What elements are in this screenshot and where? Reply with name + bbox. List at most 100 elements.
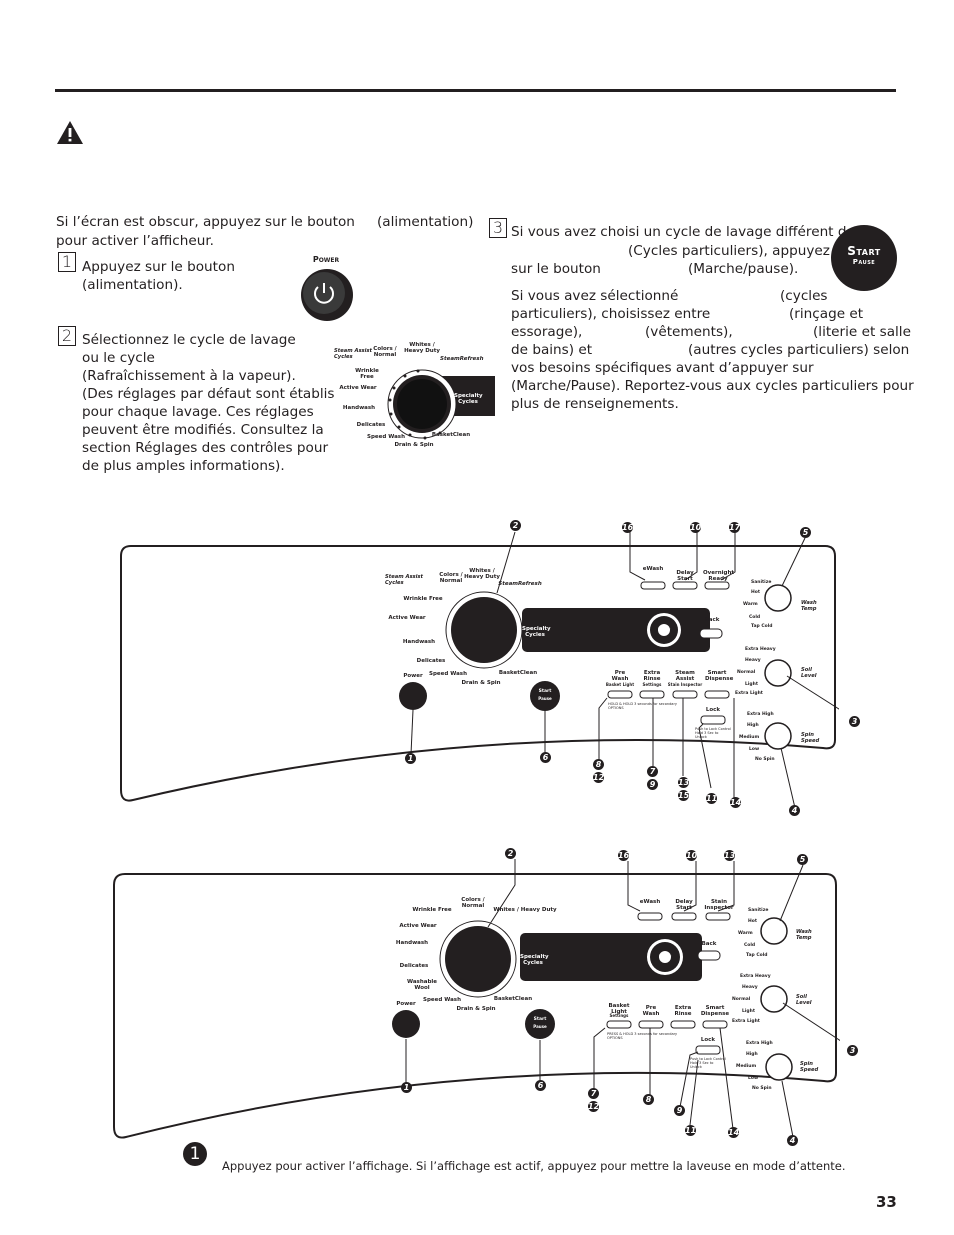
p1-ss-high: High [747,723,759,728]
p2-drain-spin: Drain & Spin [456,1006,496,1012]
p1-soil-level: Soil Level [801,667,817,679]
para2-line: Si vous avez sélectionné [511,288,679,304]
p1-wt-warm: Warm [743,602,758,607]
step-3-number: 3 [489,218,507,238]
p2-basket-light[interactable]: Basket Light [608,1003,630,1015]
p1-callout-1: 1 [405,753,416,764]
cycle-dial-illustration: Steam Assist Cycles Colors / Normal Whit… [330,338,495,453]
p2-colors-normal: Colors / Normal [461,897,485,909]
p1-basket-light: Basket Light [605,682,635,687]
p2-hold-note: PRESS & HOLD 3 seconds for secondary OPT… [607,1032,678,1040]
p2-ewash[interactable]: eWash [639,899,661,905]
p2-wt-warm: Warm [738,931,753,936]
p2-callout-4: 4 [787,1135,798,1146]
p2-settings: Settings [609,1013,629,1018]
p1-settings: Settings [642,682,662,687]
p2-enter[interactable]: Enter [658,954,672,959]
para2-line-b: (literie et salle [813,324,911,340]
p1-callout-3: 3 [849,716,860,727]
p2-callout-3: 3 [847,1045,858,1056]
p2-callout-5: 5 [797,854,808,865]
small-dial-speed-wash: Speed Wash [367,434,405,440]
small-dial-whites: Whites / Heavy Duty [404,342,440,354]
step-2-line: Sélectionnez le cycle de lavage [82,332,296,348]
p1-extra-rinse[interactable]: Extra Rinse [643,670,661,682]
p2-callout-2: 2 [505,848,516,859]
panel-2-outline [113,859,840,1139]
step-2-line: pour chaque lavage. Ces réglages [82,404,314,420]
p1-drain-spin: Drain & Spin [461,680,501,686]
small-dial-steam-assist: Steam Assist Cycles [334,348,372,360]
p1-spin-speed: Spin Speed [801,732,820,744]
p1-overnight-ready[interactable]: Overnight Ready [703,570,734,582]
p1-enter[interactable]: Enter [657,627,671,632]
p1-pre-wash[interactable]: Pre Wash [611,670,629,682]
p2-basketclean: BasketClean [493,996,533,1002]
p1-lock[interactable]: Lock [705,707,721,713]
small-dial-colors: Colors / Normal [373,346,397,358]
p1-callout-12: 12 [593,772,605,783]
small-dial-active-wear: Active Wear [339,385,377,391]
p2-wash-temp: Wash Temp [796,929,812,941]
p2-active-wear: Active Wear [399,923,437,929]
p1-pause[interactable]: Pause [538,696,552,701]
p1-sl-heavy: Heavy [745,658,761,663]
p1-callout-9: 9 [647,779,658,790]
p2-stain-inspector[interactable]: Stain Inspector [704,899,734,911]
p1-wrinkle-free: Wrinkle Free [403,596,443,602]
p2-lock-note: Push to Lock Control Hold 3 Sec to Unloc… [690,1057,726,1069]
p2-sl-heavy: Heavy [742,985,758,990]
intro-text: Si l’écran est obscur, appuyez sur le bo… [56,214,355,230]
para2-line: particuliers), choisissez entre [511,306,711,322]
pause-label: Pause [852,258,876,266]
p1-start[interactable]: Start [538,689,552,694]
step-2-number: 2 [58,326,76,346]
p1-delay-start[interactable]: Delay Start [676,570,694,582]
p2-start[interactable]: Start [533,1017,547,1022]
p2-extra-rinse[interactable]: Extra Rinse [674,1005,692,1017]
para2-line: de bains) et [511,342,593,358]
step-2-line: (Des réglages par défaut sont établis [82,386,335,402]
p2-power-label: Power [396,1001,416,1007]
p2-callout-14: 14 [728,1127,740,1138]
para2-line: vos besoins spécifiques avant d’appuyer … [511,360,814,376]
p2-whites: Whites / Heavy Duty [493,907,557,913]
para2-line-m: (vêtements), [645,324,733,340]
small-dial-steamrefresh: SteamRefresh [440,356,484,362]
p1-callout-8: 8 [593,759,604,770]
p1-back[interactable]: Back [704,617,720,623]
p1-wt-cold: Cold [749,615,761,620]
p1-callout-2: 2 [510,520,521,531]
p1-colors-normal: Colors / Normal [439,572,463,584]
small-dial-delicates: Delicates [356,422,386,428]
p2-callout-11: 11 [685,1125,697,1136]
para2-line: plus de renseignements. [511,396,679,412]
p1-whites: Whites / Heavy Duty [464,568,500,580]
p2-pause[interactable]: Pause [533,1024,547,1029]
p1-power-label: Power [403,673,423,679]
p2-delay-start[interactable]: Delay Start [675,899,693,911]
p1-steamrefresh: SteamRefresh [498,581,542,587]
p1-sl-normal: Normal [737,670,756,675]
header-rule [55,89,896,92]
step-2-line: ou le cycle [82,350,155,366]
p2-callout-6: 6 [535,1080,546,1091]
p1-steam-assist-btn[interactable]: Steam Assist [675,670,695,682]
p1-callout-15: 15 [678,790,690,801]
p2-ss-no-spin: No Spin [752,1086,772,1091]
step-3-line3b: (Marche/pause). [688,261,799,277]
p2-callout-10: 10 [686,850,698,861]
p1-ewash[interactable]: eWash [642,566,664,572]
p2-pre-wash[interactable]: Pre Wash [642,1005,660,1017]
p2-callout-1: 1 [401,1082,412,1093]
p1-callout-16: 16 [622,522,634,533]
step-1-line2: (alimentation). [82,277,183,293]
p1-wt-sanitize: Sanitize [751,580,772,585]
p2-lock[interactable]: Lock [700,1037,716,1043]
p2-soil-level: Soil Level [796,994,812,1006]
p2-smart-dispense[interactable]: Smart Dispense [700,1005,730,1017]
p1-smart-dispense[interactable]: Smart Dispense [705,670,734,682]
p1-callout-13: 13 [678,777,690,788]
page-number: 33 [876,1193,897,1211]
p2-back[interactable]: Back [701,941,717,947]
